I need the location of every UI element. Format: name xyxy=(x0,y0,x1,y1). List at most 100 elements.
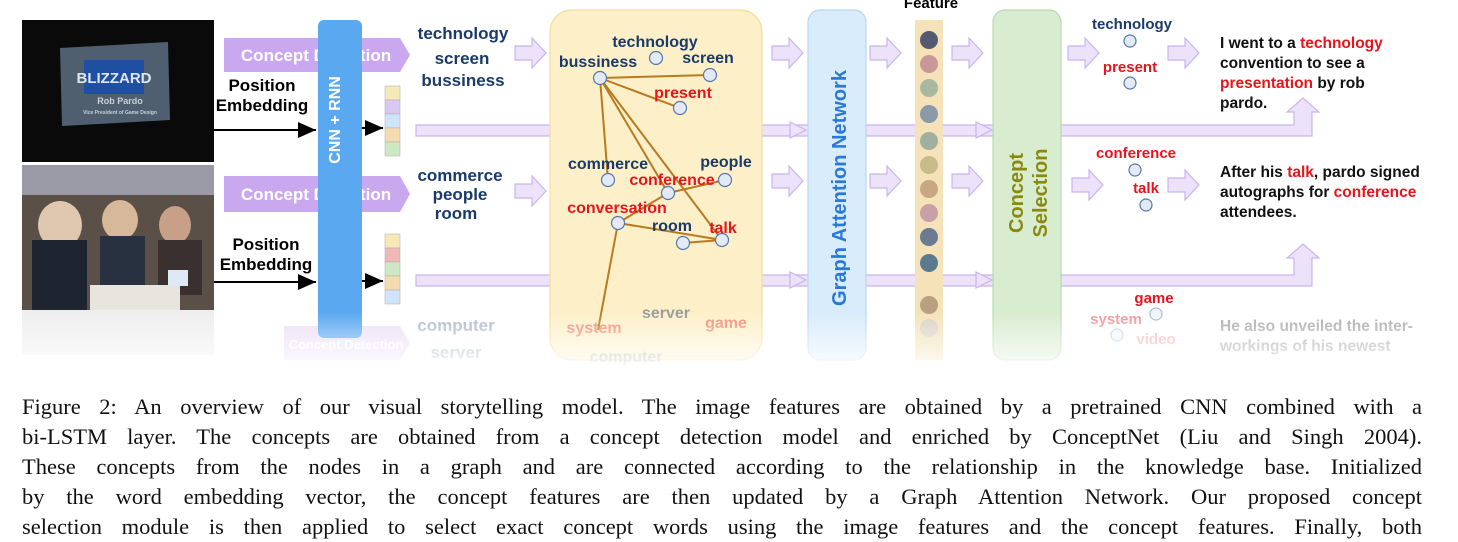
story-segment: autographs for xyxy=(1220,184,1334,201)
gat-to-feature-arrows xyxy=(869,36,902,198)
concept-to-graph-arrows xyxy=(514,36,547,208)
graph-nodes xyxy=(592,50,733,251)
detected-concept: commerce xyxy=(417,166,502,185)
feature-dot xyxy=(920,296,938,314)
graph-attention-network: Graph Attention Network xyxy=(807,9,867,361)
story-segment: After his xyxy=(1220,164,1287,181)
story-text: After his talk, pardo signed autographs f… xyxy=(1220,164,1420,221)
story-text: I went to a technology convention to see … xyxy=(1220,35,1383,112)
graph-node xyxy=(714,232,730,248)
generated-story-1: I went to a technology convention to see … xyxy=(1220,35,1383,112)
feature-to-selection-arrows xyxy=(951,36,984,198)
concept-selection-label: Concept xyxy=(1006,153,1028,233)
graph-attention-label: Graph Attention Network xyxy=(829,69,851,306)
detected-concept: screen xyxy=(435,49,490,68)
feature-label: Feature xyxy=(904,0,958,12)
bottom-fade xyxy=(22,312,1442,370)
feature-dot xyxy=(920,156,938,174)
graph-label: conference xyxy=(629,172,714,189)
embedding-label: Embedding xyxy=(220,255,313,274)
selected-concepts-1: technology present xyxy=(1092,16,1173,90)
concept-feature-column: Feature xyxy=(904,0,958,360)
lilac-arrowheads xyxy=(789,121,994,289)
graph-label: bussiness xyxy=(559,54,637,71)
graph-label: screen xyxy=(682,50,734,67)
detected-concept: bussiness xyxy=(421,71,504,90)
feature-dot xyxy=(920,55,938,73)
story-segment: I went to a xyxy=(1220,35,1300,52)
concept-detection-label: Concept Detection xyxy=(241,46,391,65)
embedding-label: Embedding xyxy=(216,96,309,115)
graph-label: people xyxy=(700,154,752,171)
detected-concept: technology xyxy=(418,24,509,43)
graph-node xyxy=(672,100,688,116)
graph-node xyxy=(648,50,664,66)
photo-sign-name: Rob Pardo xyxy=(97,96,143,106)
photo-sign-logo: BLIZZARD xyxy=(77,70,152,87)
model-overview-figure: BLIZZARD Rob Pardo Vice President of Gam… xyxy=(22,0,1442,370)
story-highlight: presentation xyxy=(1220,75,1313,92)
story-segment: by rob xyxy=(1313,75,1365,92)
selected-concepts-2: conference talk xyxy=(1096,145,1176,212)
story-photo-2 xyxy=(22,165,214,355)
graph-label: room xyxy=(652,218,692,235)
story-highlight: technology xyxy=(1300,35,1383,52)
feature-dot xyxy=(920,254,938,272)
graph-label: commerce xyxy=(568,156,648,173)
graph-label: talk xyxy=(709,220,737,237)
selected-concept: present xyxy=(1103,59,1157,76)
concept-detection-2: Concept Detection xyxy=(224,176,410,212)
story-segment: convention to see a xyxy=(1220,55,1365,72)
feature-dot xyxy=(920,204,938,222)
detected-concept: room xyxy=(435,204,478,223)
graph-node xyxy=(702,67,718,83)
concept-detection-label: Concept Detection xyxy=(241,185,391,204)
caption-line: by the word embedding vector, the concep… xyxy=(22,484,1422,509)
feature-dot xyxy=(920,132,938,150)
caption-line: bi-LSTM layer. The concepts are obtained… xyxy=(22,424,1422,449)
caption-line: These concepts from the nodes in a graph… xyxy=(22,454,1422,479)
figure-caption: Figure 2: An overview of our visual stor… xyxy=(22,392,1422,542)
concept-selection-module: Concept Selection xyxy=(992,9,1062,361)
caption-line: selection module is then applied to sele… xyxy=(22,514,1422,539)
graph-node xyxy=(660,185,676,201)
detected-concepts-1: technology screen bussiness xyxy=(418,24,509,90)
graph-node xyxy=(675,235,691,251)
image-embedding-vector-1 xyxy=(384,85,401,157)
position-label: Position xyxy=(232,235,299,254)
graph-to-gat-arrows xyxy=(771,36,804,198)
concept-detection-1: Concept Detection xyxy=(224,38,410,72)
cnn-rnn-block: CNN + RNN xyxy=(318,20,362,338)
concept-selection-label: Selection xyxy=(1030,149,1052,238)
graph-label: present xyxy=(654,85,712,102)
image-embedding-vector-2 xyxy=(384,233,401,305)
graph-label: conversation xyxy=(567,200,667,217)
photo-sign-title: Vice President of Game Design xyxy=(83,110,157,116)
story-highlight: conference xyxy=(1334,184,1417,201)
story-highlight: talk xyxy=(1287,164,1314,181)
detected-concepts-2: commerce people room xyxy=(417,166,502,223)
graph-label: technology xyxy=(612,34,697,51)
feature-dot xyxy=(920,228,938,246)
generated-story-2: After his talk, pardo signed autographs f… xyxy=(1220,164,1420,221)
story-segment: pardo. xyxy=(1220,95,1267,112)
detected-concept: people xyxy=(433,185,488,204)
feature-dot xyxy=(920,105,938,123)
selected-concept: talk xyxy=(1133,180,1160,197)
selected-concept: technology xyxy=(1092,16,1173,33)
graph-node xyxy=(610,215,626,231)
cnn-rnn-label: CNN + RNN xyxy=(327,76,344,164)
concepts-to-story-arrows xyxy=(1167,36,1200,202)
caption-line: Figure 2: An overview of our visual stor… xyxy=(22,394,1422,419)
feature-dot xyxy=(920,31,938,49)
story-segment: , pardo signed xyxy=(1314,164,1420,181)
position-label: Position xyxy=(228,76,295,95)
feature-dot xyxy=(920,180,938,198)
feature-dot xyxy=(920,79,938,97)
selection-to-concepts-arrows xyxy=(1067,36,1104,202)
selected-concept: conference xyxy=(1096,145,1176,162)
graph-node xyxy=(592,70,608,86)
graph-node xyxy=(717,172,733,188)
graph-node xyxy=(600,172,616,188)
story-segment: attendees. xyxy=(1220,204,1297,221)
